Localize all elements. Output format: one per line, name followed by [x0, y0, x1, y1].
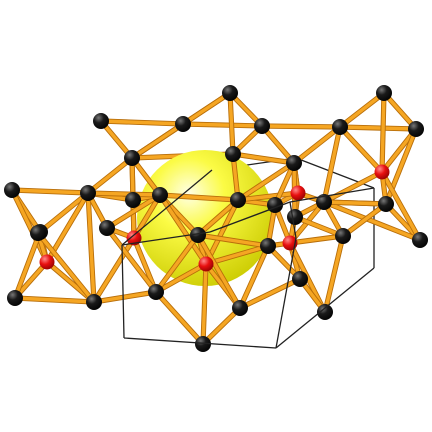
anion-atom	[260, 238, 276, 254]
unit-cell-edge	[121, 244, 125, 339]
anion-atom	[125, 192, 141, 208]
bond	[260, 124, 296, 165]
bond	[236, 161, 296, 202]
anion-atom	[86, 294, 102, 310]
bond	[322, 200, 422, 242]
unit-cell-edge	[275, 267, 375, 349]
anion-atom	[316, 194, 332, 210]
bond	[154, 262, 208, 294]
bond	[322, 170, 384, 204]
bond	[196, 233, 270, 248]
bond	[196, 198, 240, 237]
anion-atom	[332, 119, 348, 135]
bond	[36, 231, 96, 304]
bond	[292, 125, 342, 165]
bond	[154, 233, 200, 294]
bond	[338, 91, 386, 129]
bond	[130, 122, 185, 160]
bond	[238, 277, 302, 310]
bond	[154, 290, 205, 346]
bond	[380, 91, 386, 174]
unit-cell-edge	[123, 337, 277, 349]
anion-atom	[287, 209, 303, 225]
b-site-cation-atom	[198, 256, 214, 272]
anion-atom	[335, 228, 351, 244]
bond	[338, 125, 384, 174]
bond	[228, 91, 235, 156]
anion-atom	[292, 271, 308, 287]
unit-cell-edge	[209, 201, 291, 233]
bond	[38, 191, 90, 234]
bond	[341, 202, 388, 238]
bond	[92, 290, 158, 304]
bond	[238, 244, 270, 310]
bond	[99, 119, 185, 126]
bond	[13, 296, 96, 304]
bond	[384, 127, 418, 206]
bond	[236, 191, 300, 202]
bond	[92, 236, 136, 304]
bond	[231, 152, 296, 165]
b-site-cation-atom	[290, 185, 306, 201]
anion-atom	[195, 336, 211, 352]
anion-atom	[99, 220, 115, 236]
bond	[196, 233, 242, 310]
anion-atom	[175, 116, 191, 132]
anion-atom	[408, 121, 424, 137]
anion-atom	[124, 150, 140, 166]
bond	[382, 91, 418, 131]
bond	[10, 188, 90, 195]
bond	[201, 306, 242, 346]
unit-cell-front-edges	[121, 169, 375, 349]
bond	[323, 234, 345, 314]
bond	[288, 234, 345, 245]
anion-atom	[225, 146, 241, 162]
b-site-cation-atom	[126, 230, 142, 246]
bond	[260, 124, 342, 129]
anion-atom	[222, 85, 238, 101]
anion-atom	[378, 196, 394, 212]
bond	[105, 226, 158, 294]
anion-atom	[376, 85, 392, 101]
bond	[13, 230, 42, 300]
bond	[201, 262, 208, 346]
bond	[86, 156, 134, 195]
anion-atom	[232, 300, 248, 316]
anion-atom	[286, 155, 302, 171]
unit-cell-edge	[121, 231, 211, 246]
anion-atom	[190, 227, 206, 243]
bond	[380, 170, 422, 242]
anion-atom	[7, 290, 23, 306]
b-site-cation-atom	[39, 254, 55, 270]
bond	[99, 119, 134, 160]
bond	[293, 215, 345, 238]
anion-atom	[80, 185, 96, 201]
anion-atom	[412, 232, 428, 248]
bond	[322, 200, 388, 206]
bond	[86, 191, 162, 197]
bond	[322, 125, 342, 204]
bond	[181, 122, 264, 128]
bond	[158, 193, 240, 202]
unit-cell-edge	[275, 237, 297, 349]
bond	[105, 193, 162, 230]
unit-cell-edge	[121, 169, 213, 246]
bond	[204, 244, 270, 266]
bond	[13, 260, 49, 300]
anion-atom	[152, 187, 168, 203]
anion-atom	[148, 284, 164, 300]
b-site-cation-atom	[374, 164, 390, 180]
anion-atom	[254, 118, 270, 134]
anion-atom	[93, 113, 109, 129]
bond	[86, 191, 96, 304]
anion-atom	[230, 192, 246, 208]
anion-atom	[4, 182, 20, 198]
anion-atom	[30, 225, 46, 241]
anion-atom	[317, 304, 333, 320]
anion-atoms	[4, 85, 428, 352]
unit-cell-edge	[289, 187, 375, 203]
unit-cell-edge	[289, 201, 297, 239]
bond	[338, 125, 418, 131]
